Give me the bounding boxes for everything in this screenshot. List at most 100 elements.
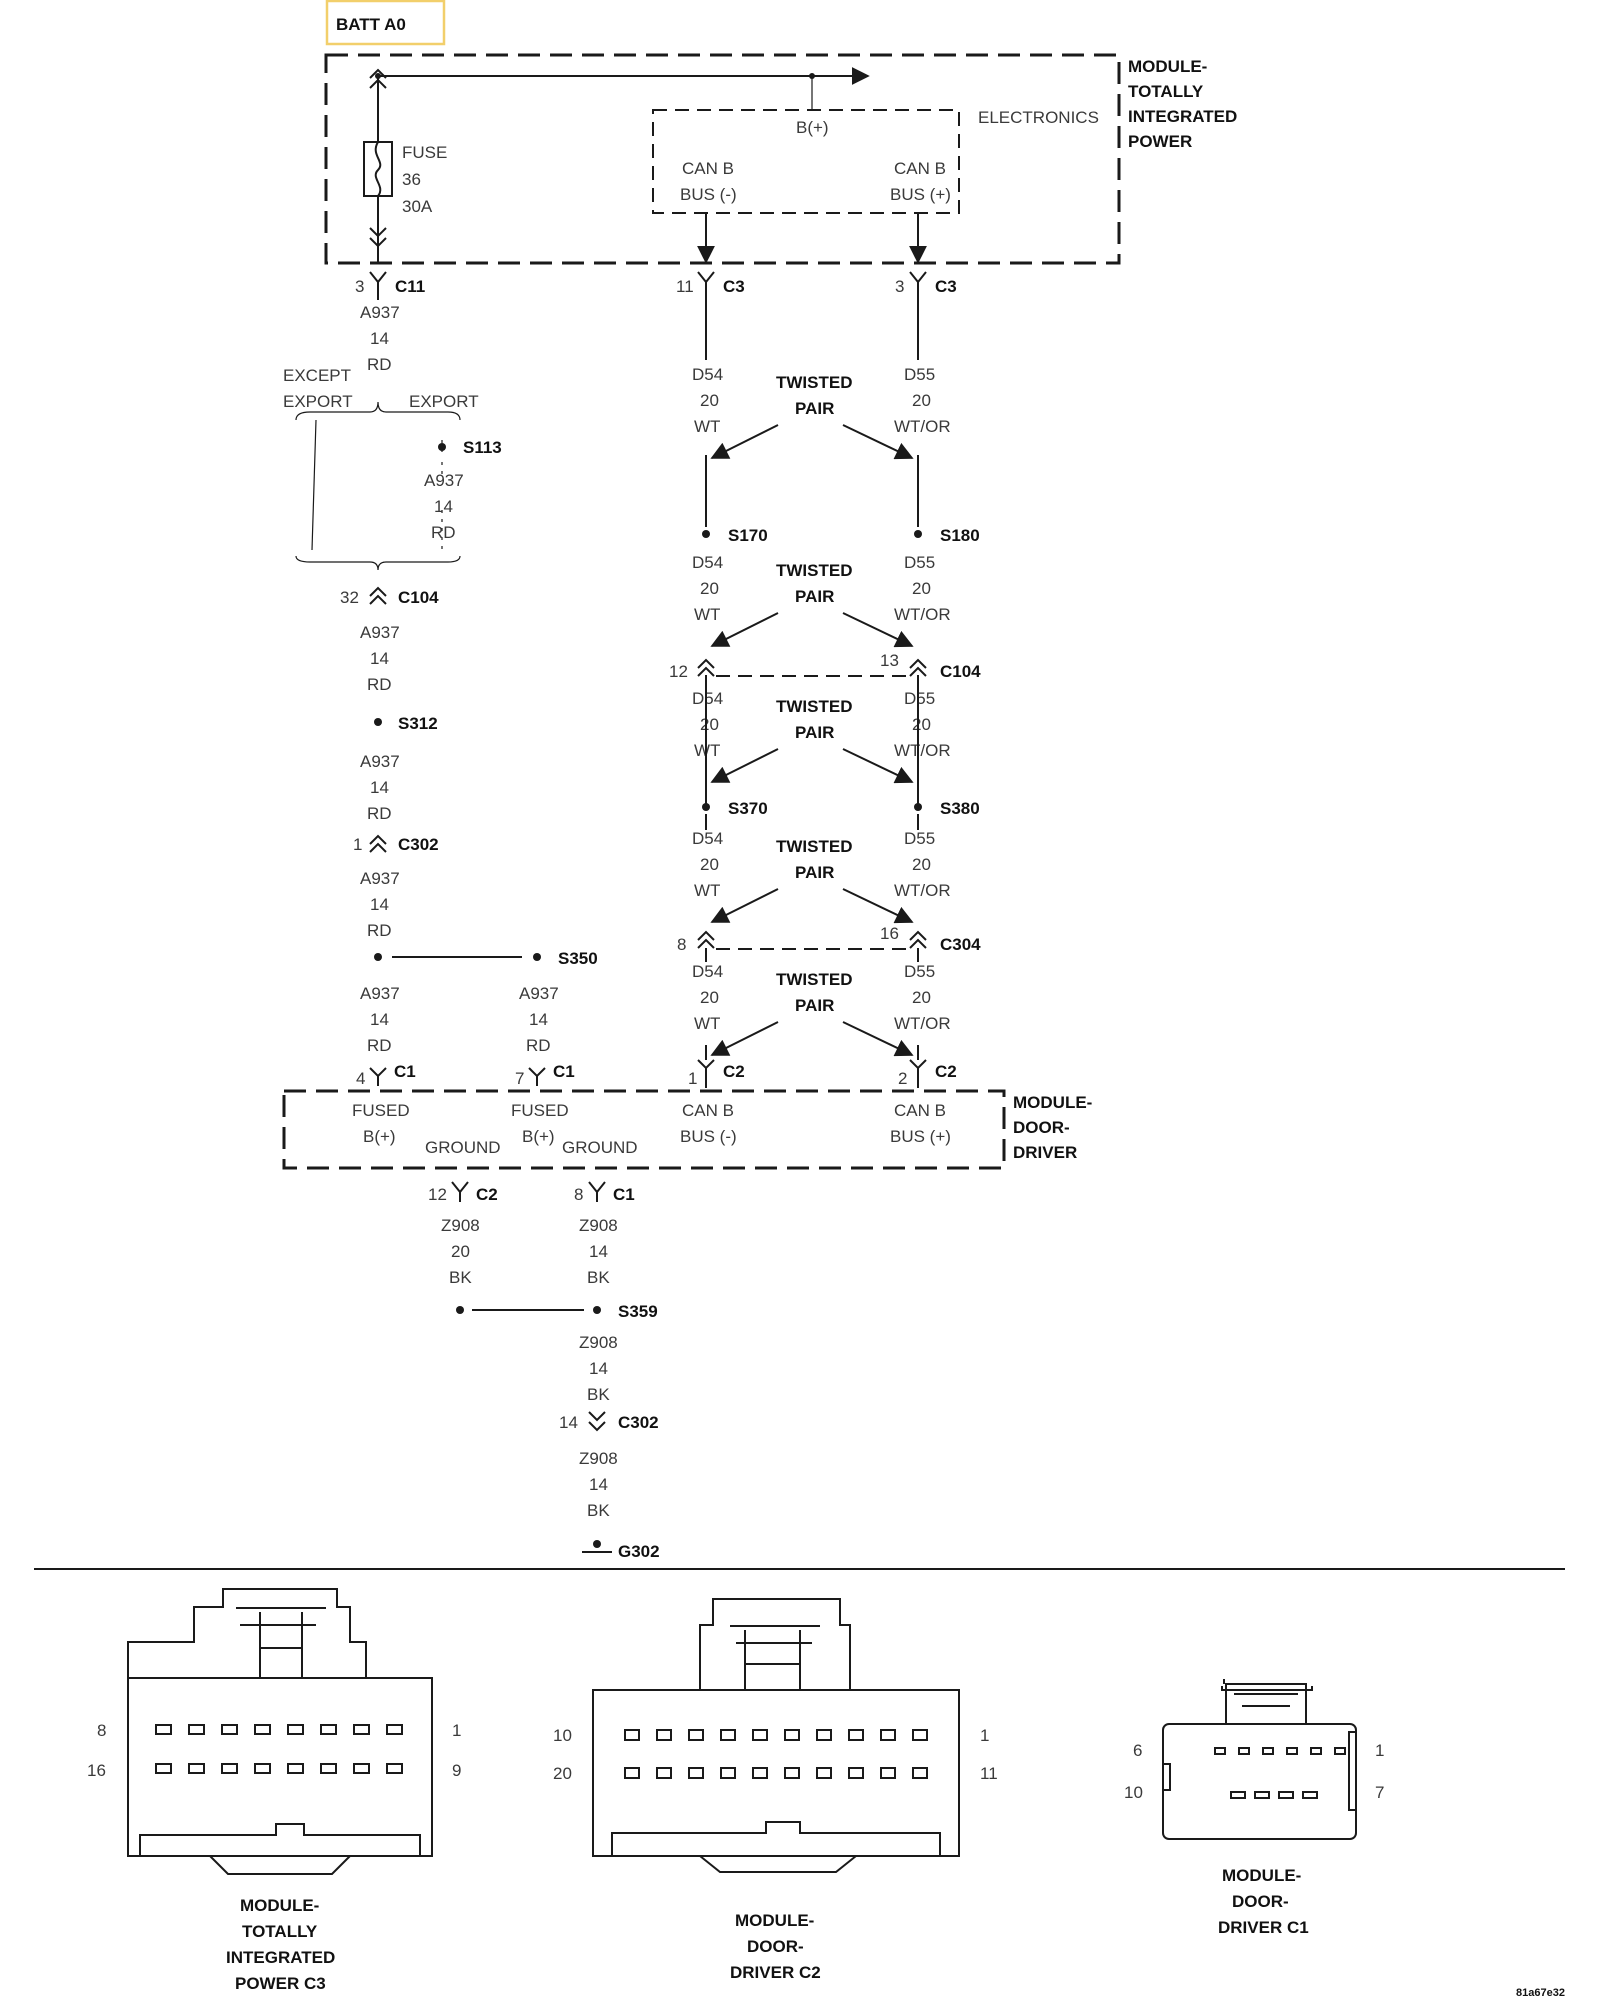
- c104b-pin1: 12: [669, 662, 688, 681]
- pin-cavity: [1286, 1747, 1298, 1755]
- svg-text:WT: WT: [694, 741, 720, 760]
- svg-text:A937: A937: [360, 752, 400, 771]
- svg-text:A937: A937: [360, 623, 400, 642]
- pin-cavity: [816, 1729, 832, 1741]
- s370-label: S370: [728, 799, 768, 818]
- pin-cavity: [1262, 1747, 1274, 1755]
- svg-text:20: 20: [700, 855, 719, 874]
- twisted-pair-label: TWISTED PAIR: [776, 373, 853, 418]
- wire-a937-3: A937 14 RD: [360, 752, 400, 823]
- svg-text:20: 20: [912, 579, 931, 598]
- pin-cavity: [880, 1729, 896, 1741]
- svg-text:D55: D55: [904, 962, 935, 981]
- wire-a937-1: A937 14 RD: [360, 303, 400, 374]
- door-canb-plus: CAN B: [894, 1101, 946, 1120]
- tipm-c3-pin-8: 8: [97, 1721, 106, 1740]
- svg-text:MODULE-: MODULE-: [1222, 1866, 1301, 1885]
- svg-text:A937: A937: [519, 984, 559, 1003]
- door-c1-pin-1: 1: [1375, 1741, 1384, 1760]
- svg-text:20: 20: [912, 855, 931, 874]
- svg-text:RD: RD: [367, 921, 392, 940]
- svg-text:DRIVER C1: DRIVER C1: [1218, 1918, 1309, 1937]
- pin-cavity: [720, 1767, 736, 1779]
- c302b-pin: 14: [559, 1413, 578, 1432]
- svg-text:MODULE-: MODULE-: [735, 1911, 814, 1930]
- wire-z908-14-1: Z908 14 BK: [579, 1216, 618, 1287]
- svg-text:Z908: Z908: [441, 1216, 480, 1235]
- svg-text:BK: BK: [587, 1268, 610, 1287]
- door-fused2-bplus: B(+): [522, 1127, 555, 1146]
- c2b-pin: 2: [898, 1069, 907, 1088]
- svg-text:PAIR: PAIR: [795, 587, 834, 606]
- svg-text:20: 20: [912, 988, 931, 1007]
- tipm-module-name: MODULE- TOTALLY INTEGRATED POWER: [1128, 57, 1237, 151]
- svg-text:DRIVER C2: DRIVER C2: [730, 1963, 821, 1982]
- c302a-label: C302: [398, 835, 439, 854]
- svg-text:20: 20: [700, 988, 719, 1007]
- twisted-arrow-left: [710, 748, 779, 783]
- figure-id: 81a67e32: [1516, 1987, 1565, 1999]
- c2a-label: C2: [723, 1062, 745, 1081]
- svg-text:20: 20: [700, 579, 719, 598]
- c11-label: C11: [395, 277, 425, 296]
- batt-label: BATT A0: [336, 15, 406, 34]
- svg-text:A937: A937: [360, 869, 400, 888]
- c104a-connector-icon: [369, 587, 387, 605]
- svg-text:RD: RD: [367, 675, 392, 694]
- g302-label: G302: [618, 1542, 660, 1561]
- pin-cavity: [848, 1729, 864, 1741]
- c302a-connector-icon: [369, 835, 387, 853]
- svg-text:EXCEPT: EXCEPT: [283, 366, 351, 385]
- door-c1-connector-view: [1162, 1679, 1357, 1840]
- svg-text:TWISTED: TWISTED: [776, 373, 853, 392]
- c302b-label: C302: [618, 1413, 659, 1432]
- c304-connector-left-icon: [697, 931, 715, 949]
- svg-text:WT: WT: [694, 881, 720, 900]
- door-fused1-label: FUSED: [352, 1101, 410, 1120]
- wire-a937-4: A937 14 RD: [360, 869, 400, 940]
- c104b-label: C104: [940, 662, 981, 681]
- svg-text:WT: WT: [694, 1014, 720, 1033]
- svg-text:RD: RD: [367, 804, 392, 823]
- svg-text:D55: D55: [904, 553, 935, 572]
- svg-text:PAIR: PAIR: [795, 399, 834, 418]
- c1g-pin: 8: [574, 1185, 583, 1204]
- svg-text:20: 20: [700, 715, 719, 734]
- svg-text:D55: D55: [904, 829, 935, 848]
- c104b-pin2: 13: [880, 651, 899, 670]
- c3a-pin: 11: [676, 277, 694, 296]
- svg-text:Z908: Z908: [579, 1449, 618, 1468]
- door-c2-pin-20: 20: [553, 1764, 572, 1783]
- door-c2-title: MODULE- DOOR- DRIVER C2: [730, 1911, 821, 1982]
- door-c2-pin-11: 11: [980, 1764, 998, 1783]
- twisted-arrow-left: [710, 424, 779, 459]
- c104a-label: C104: [398, 588, 439, 607]
- s113-label: S113: [463, 438, 502, 457]
- tipm-c3-pin-1: 1: [452, 1721, 461, 1740]
- svg-text:20: 20: [912, 715, 931, 734]
- svg-text:BK: BK: [587, 1385, 610, 1404]
- pin-cavity: [752, 1729, 768, 1741]
- c304-label: C304: [940, 935, 981, 954]
- svg-text:MODULE-: MODULE-: [1128, 57, 1207, 76]
- door-c2-connector-view: [592, 1598, 960, 1873]
- pin-cavity: [1278, 1791, 1294, 1799]
- twisted-pair-groups: D5420WTD5520WT/ORTWISTEDPAIRD5420WTD5520…: [692, 365, 951, 1060]
- pin-cavity: [155, 1763, 172, 1774]
- c2g-pin: 12: [428, 1185, 447, 1204]
- tipm-canb-minus-bus: BUS (-): [680, 185, 737, 204]
- svg-text:14: 14: [529, 1010, 548, 1029]
- twisted-arrow-right: [842, 612, 914, 648]
- pin-cavity: [221, 1724, 238, 1735]
